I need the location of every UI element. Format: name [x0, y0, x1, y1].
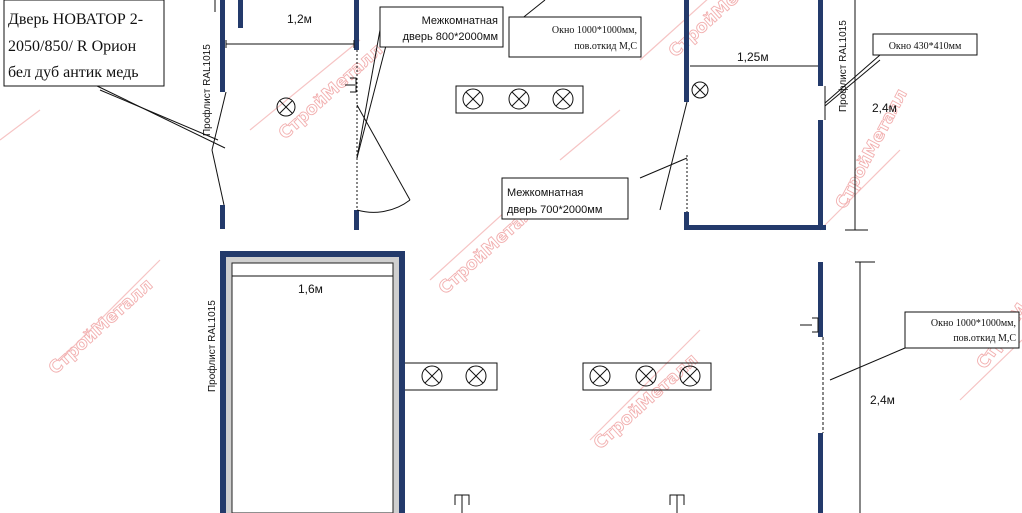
- interior-door-800-label: Межкомнатная дверь 800*2000мм: [379, 6, 504, 48]
- light-strip-top: [455, 85, 584, 114]
- watermark-text: СтройМеталл: [45, 275, 157, 379]
- dimension-lines: [225, 0, 868, 277]
- interior-door-700-text-2: дверь 700*2000мм: [507, 204, 602, 216]
- dimension-bottom-right-height: 2,4м: [870, 393, 895, 407]
- window-430-text: Окно 430*410мм: [889, 41, 962, 52]
- dimension-bottom-left-width: 1,6м: [298, 282, 323, 296]
- window-1000-top-text-2: пов.откид М,С: [574, 41, 637, 52]
- light-strip-bottom-right: [582, 362, 712, 391]
- window-1000-right-text-1: Окно 1000*1000мм,: [931, 318, 1016, 329]
- wall-material-left-bottom: Профлист RAL1015: [206, 300, 218, 392]
- window-1000-right-text-2: пов.откид М,С: [953, 333, 1016, 344]
- top-left-room: [211, 0, 411, 230]
- leader-lines: [94, 0, 881, 179]
- window-1000-top-label: Окно 1000*1000мм, пов.откид М,С: [508, 16, 642, 58]
- bottom-right-wall: [800, 261, 906, 513]
- ceiling-lamp-icon: [276, 97, 296, 117]
- window-430-label: Окно 430*410мм: [872, 33, 978, 56]
- interior-door-700-text-1: Межкомнатная: [507, 187, 583, 199]
- dimension-top-left-width: 1,2м: [287, 12, 312, 26]
- window-1000-right-label: Окно 1000*1000мм, пов.откид М,С: [904, 311, 1020, 349]
- dimension-top-right-width: 1,25м: [737, 50, 769, 64]
- interior-door-700-label: Межкомнатная дверь 700*2000мм: [501, 177, 629, 220]
- interior-door-800-text-1: Межкомнатная: [422, 15, 498, 27]
- bottom-left-room: [220, 251, 405, 513]
- dimension-top-right-height: 2,4м: [872, 101, 897, 115]
- door-main-text-1: Дверь НОВАТОР 2-: [8, 11, 143, 28]
- wall-material-right-top: Профлист RAL1015: [837, 20, 849, 112]
- door-main-text-3: бел дуб антик медь: [8, 64, 139, 81]
- door-main-text-2: 2050/850/ R Орион: [8, 38, 137, 55]
- outlet-icon: [454, 494, 685, 513]
- door-main-label: Дверь НОВАТОР 2- 2050/850/ R Орион бел д…: [3, 0, 165, 87]
- top-right-room: [659, 0, 826, 230]
- wall-material-left-top: Профлист RAL1015: [201, 44, 213, 136]
- window-1000-top-text-1: Окно 1000*1000мм,: [552, 25, 637, 36]
- interior-door-800-text-2: дверь 800*2000мм: [403, 31, 498, 43]
